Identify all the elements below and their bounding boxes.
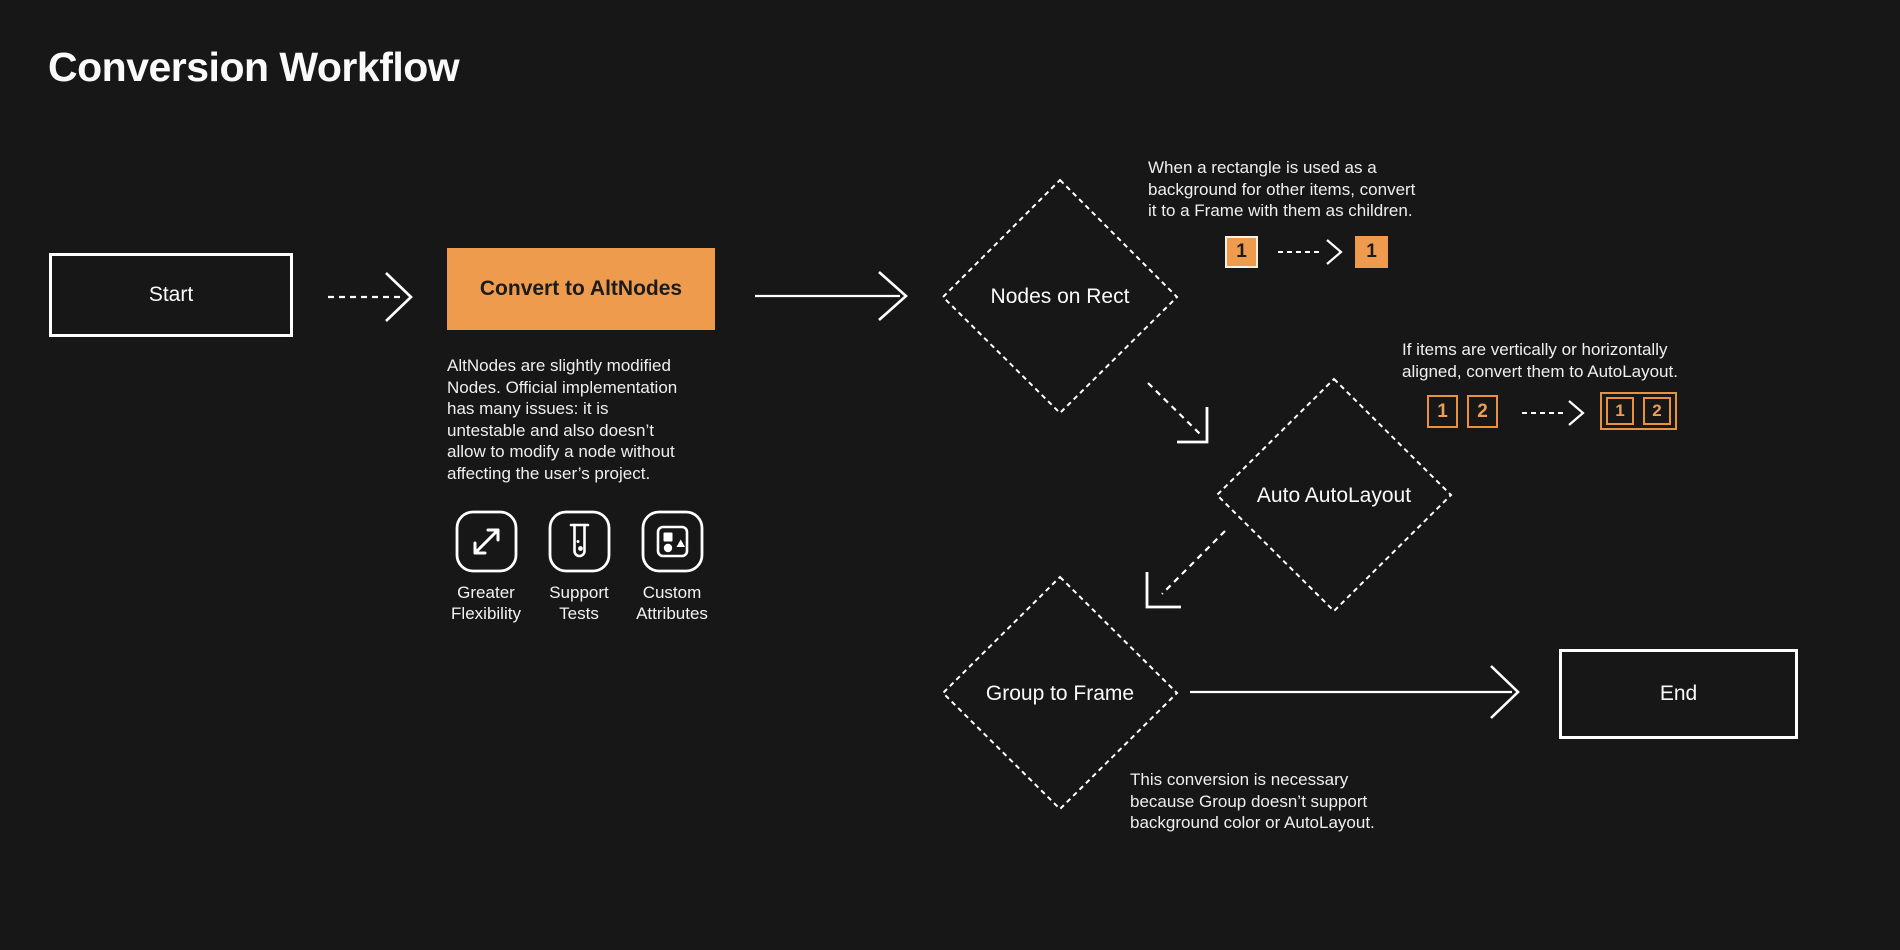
- decision-diamond-nodes-on-rect: [941, 178, 1179, 415]
- flow-node-convert-to-altnodes: Convert to AltNodes: [447, 248, 715, 330]
- connector-nodes-on-rect-to-auto-autolayout: [1147, 382, 1209, 444]
- group-annotation-text: This conversion is necessary because Gro…: [1130, 770, 1375, 832]
- feature-support-tests: Support Tests: [532, 510, 626, 624]
- rect-badge-after: 1: [1355, 236, 1388, 268]
- page-title: Conversion Workflow: [48, 44, 460, 90]
- flow-node-start: Start: [49, 253, 293, 337]
- nodes-on-rect-label: Nodes on Rect: [990, 285, 1130, 308]
- altnodes-description: AltNodes are slightly modified Nodes. Of…: [447, 356, 678, 483]
- feature-label: Support Tests: [549, 583, 609, 623]
- autolayout-annotation-text: If items are vertically or horizontally …: [1402, 340, 1678, 381]
- connector-auto-autolayout-to-group-to-frame: [1145, 530, 1226, 609]
- autolayout-annotation-arrow: [1522, 400, 1585, 426]
- decision-diamond-group-to-frame: [941, 575, 1179, 811]
- decision-diamond-auto-autolayout: [1215, 377, 1453, 613]
- convert-to-altnodes-label: Convert to AltNodes: [479, 277, 683, 300]
- start-label: Start: [148, 283, 194, 306]
- feature-label: Greater Flexibility: [451, 583, 521, 623]
- rect-badge-before: 1: [1225, 236, 1258, 268]
- shapes-icon: [641, 510, 703, 573]
- flow-node-end: End: [1559, 649, 1798, 739]
- autolayout-badge-before-1: 1: [1427, 395, 1458, 428]
- group-to-frame-label: Group to Frame: [985, 682, 1135, 705]
- connector-convert-to-nodes-on-rect: [755, 271, 908, 321]
- expand-arrows-icon: [455, 510, 517, 573]
- auto-autolayout-label: Auto AutoLayout: [1256, 484, 1412, 507]
- autolayout-badge-group: 1 2: [1600, 392, 1677, 430]
- test-tube-icon: [548, 510, 610, 573]
- rect-annotation-arrow: [1278, 239, 1343, 265]
- autolayout-badge-after-1: 1: [1606, 397, 1634, 425]
- feature-label: Custom Attributes: [636, 583, 708, 623]
- autolayout-badge-after-2: 2: [1643, 397, 1671, 425]
- connector-start-to-convert: [328, 272, 413, 322]
- end-label: End: [1659, 682, 1698, 705]
- feature-custom-attributes: Custom Attributes: [625, 510, 719, 624]
- autolayout-badge-before-2: 2: [1467, 395, 1498, 428]
- feature-greater-flexibility: Greater Flexibility: [439, 510, 533, 624]
- rect-annotation-text: When a rectangle is used as a background…: [1148, 158, 1416, 220]
- connector-group-to-frame-to-end: [1190, 665, 1520, 719]
